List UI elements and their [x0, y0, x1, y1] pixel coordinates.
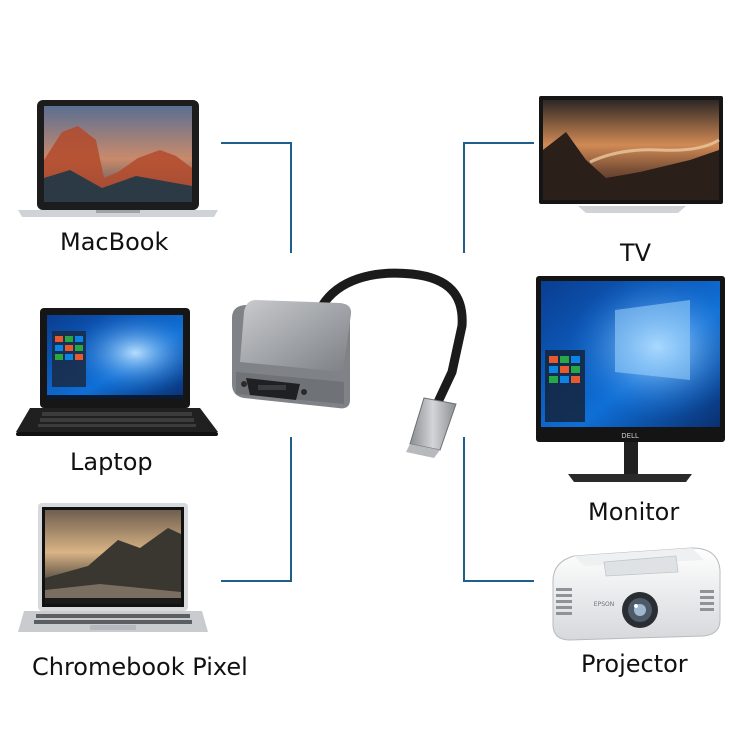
macbook-label: MacBook	[60, 228, 169, 256]
chromebook-label: Chromebook Pixel	[32, 653, 248, 681]
connector-lines	[221, 142, 534, 582]
connector-macbook	[221, 142, 292, 253]
connector-tv	[463, 142, 534, 253]
chromebook-image	[18, 503, 208, 632]
laptop-image	[16, 308, 218, 436]
laptop-label: Laptop	[70, 448, 153, 476]
connector-chromebook	[221, 437, 292, 582]
monitor-image: DELL	[536, 276, 725, 482]
projector-brand: EPSON	[594, 601, 614, 608]
projector-label: Projector	[581, 650, 688, 678]
macbook-image	[18, 100, 218, 217]
monitor-label: Monitor	[588, 498, 680, 526]
adapter-image	[232, 268, 467, 458]
monitor-brand: DELL	[621, 432, 639, 440]
tv-label: TV	[620, 239, 652, 267]
tv-image	[539, 96, 723, 213]
projector-image: EPSON	[552, 547, 721, 641]
connector-projector	[463, 437, 534, 582]
